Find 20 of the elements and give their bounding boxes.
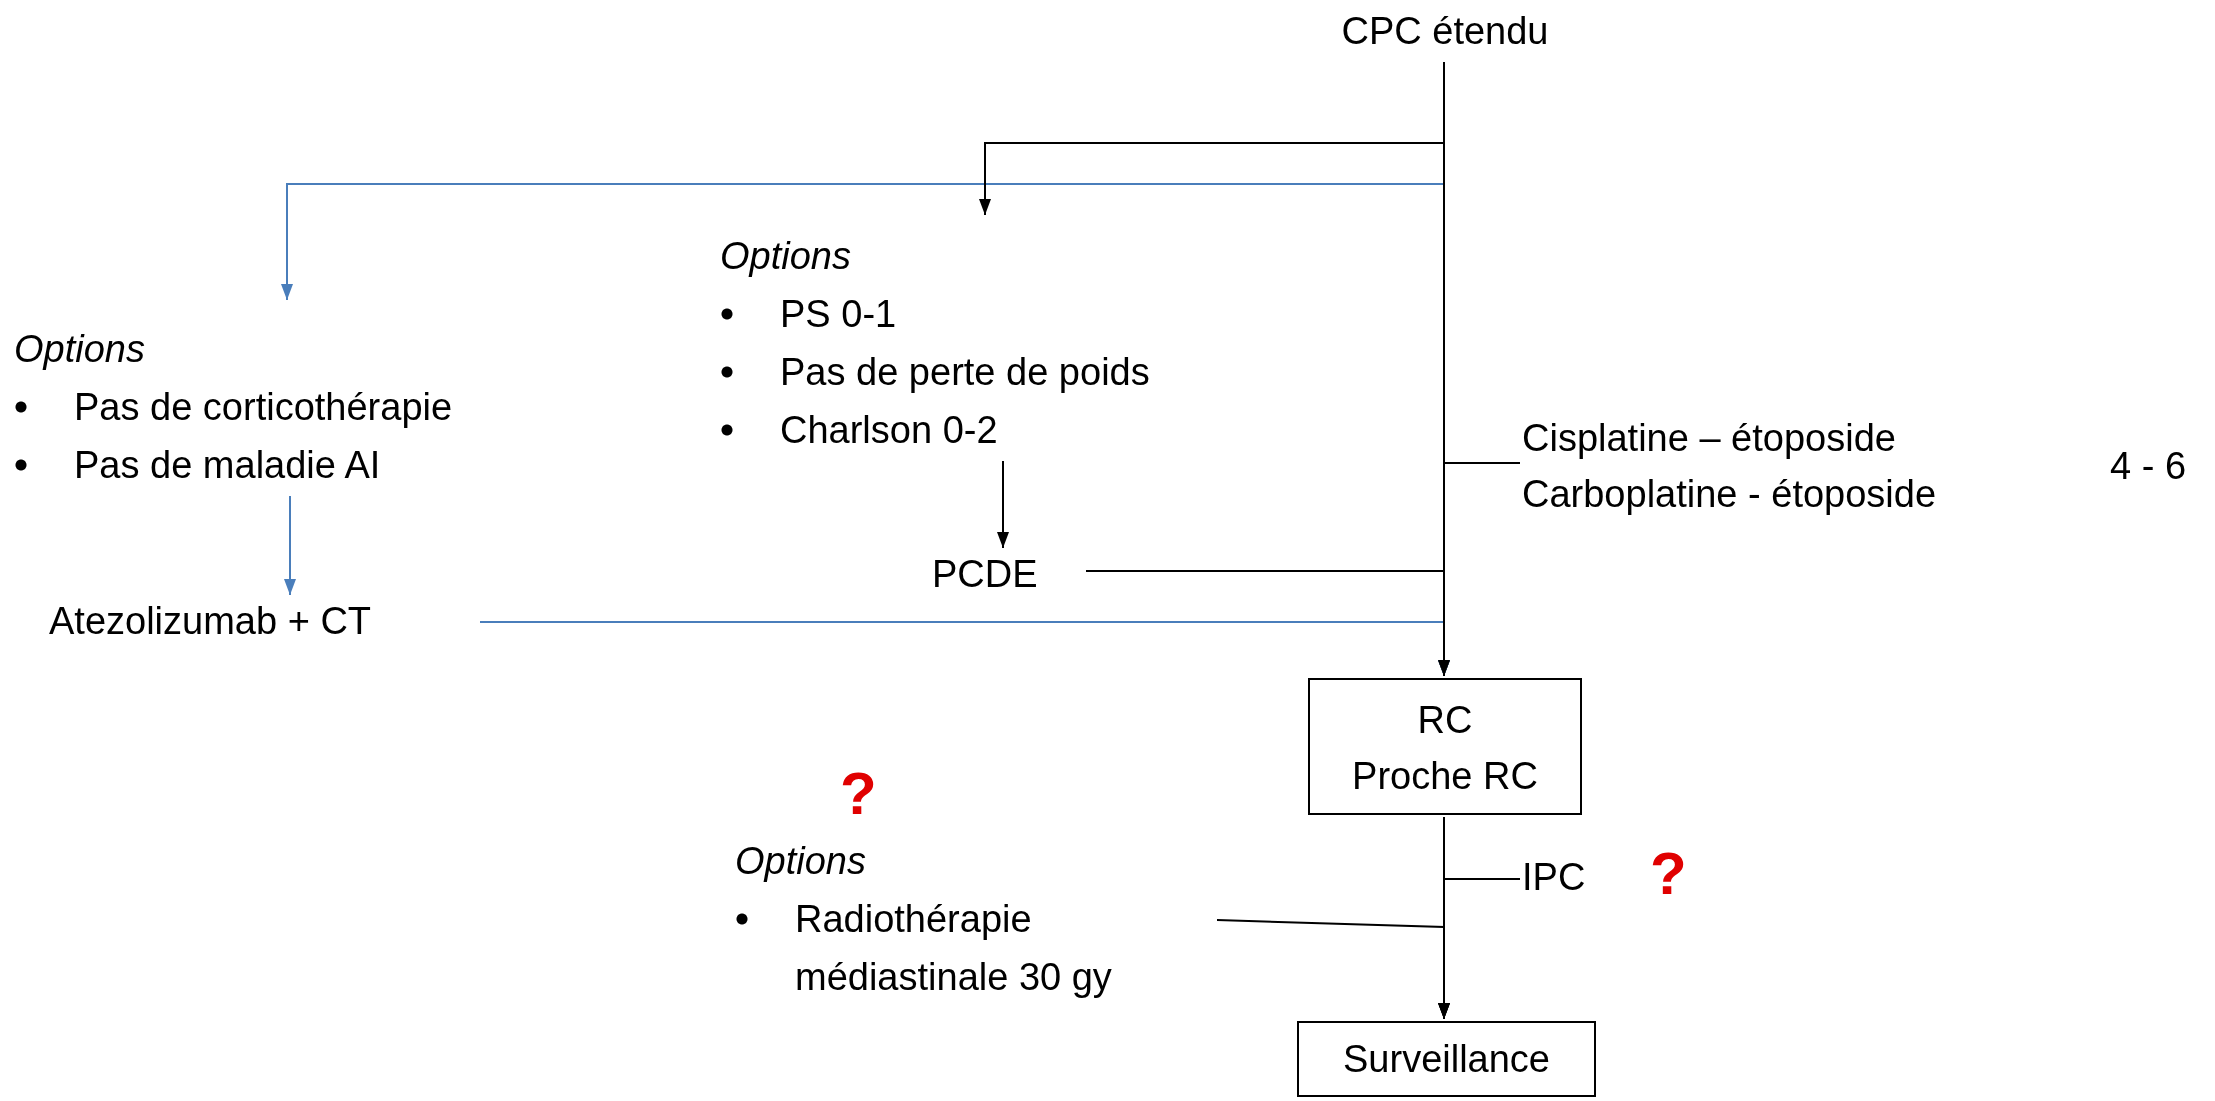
box-text: Proche RC xyxy=(1351,754,1539,799)
response-box xyxy=(1308,678,1582,815)
box-text: RC xyxy=(1416,698,1474,743)
cycle-count: 4 - 6 xyxy=(2110,444,2187,489)
options-heading: Options xyxy=(735,839,867,884)
arrow xyxy=(1438,462,1521,677)
regimen-text: Carboplatine - étoposide xyxy=(1522,472,1938,517)
treatment-label: PCDE xyxy=(932,550,1084,602)
question-mark: ? xyxy=(840,762,877,826)
outcome-box: Surveillance xyxy=(1297,1021,1596,1097)
options-heading: Options xyxy=(14,327,146,372)
treatment-label: Atezolizumab + CT xyxy=(49,597,478,649)
question-mark: ? xyxy=(1650,842,1687,906)
regimen-text: Cisplatine – étoposide xyxy=(1522,416,1897,461)
arrow xyxy=(997,460,1009,549)
options-heading: Options xyxy=(720,234,852,279)
arrow xyxy=(284,495,296,596)
treatment-label: IPC xyxy=(1522,853,1612,905)
stage-label: CPC étendu xyxy=(1339,6,1551,60)
arrow xyxy=(1216,919,1450,1020)
